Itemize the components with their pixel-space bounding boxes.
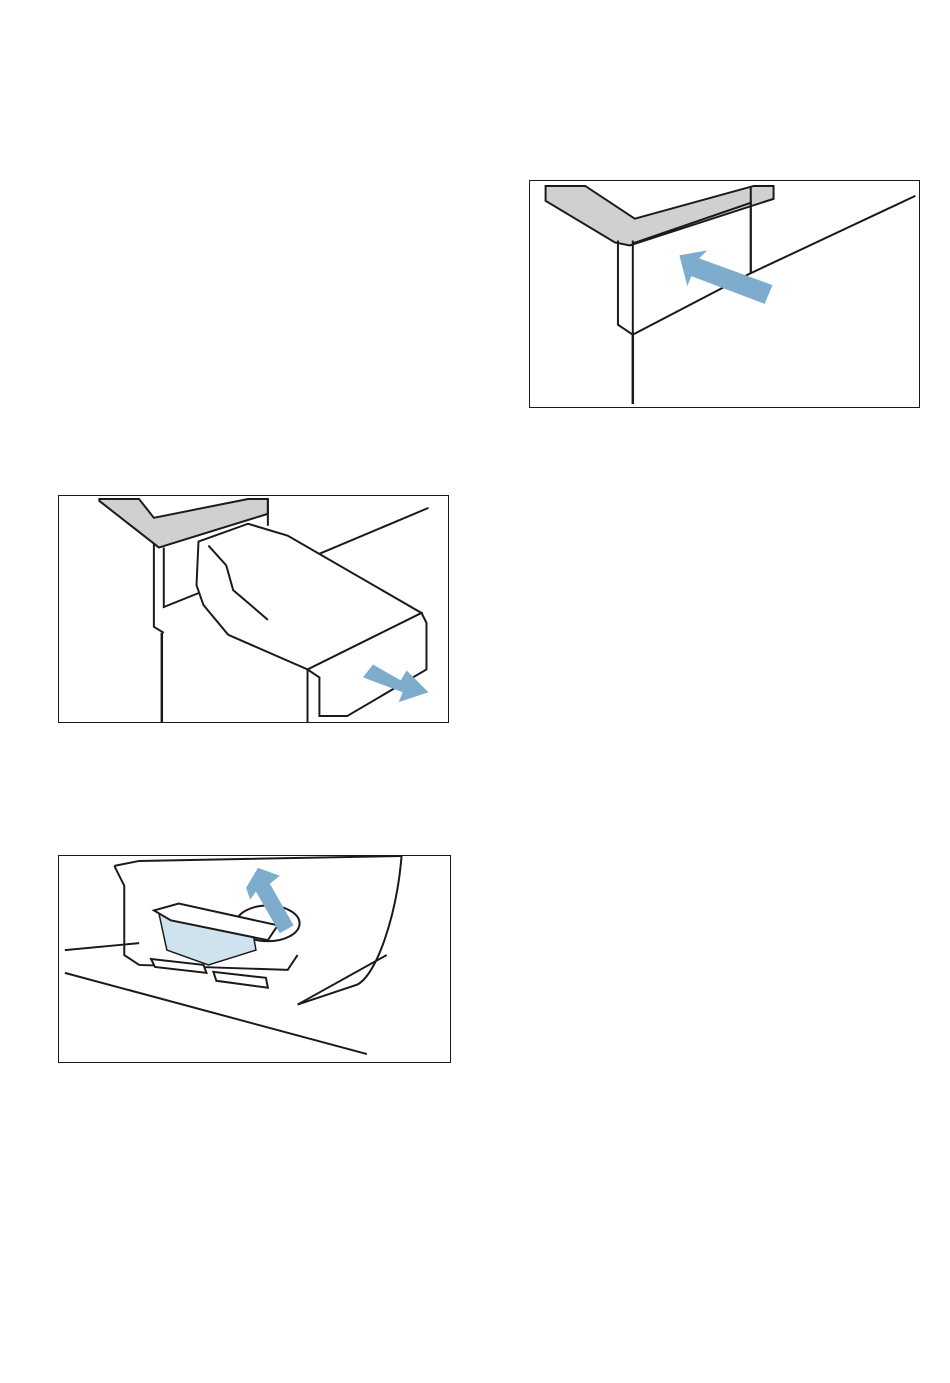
frame-wall <box>618 240 633 334</box>
compartment-floor-edge <box>298 955 387 1005</box>
compartment-right-wall <box>298 856 402 1005</box>
shelf-front-edge <box>65 973 367 1054</box>
ridge-right <box>213 972 267 988</box>
frame-wall-outer <box>154 544 164 633</box>
figure-lift-insert <box>58 855 451 1063</box>
machine-top-edge <box>751 196 916 273</box>
machine-top-edge <box>315 508 428 556</box>
push-in-arrow-icon <box>679 250 772 304</box>
frame-wall-inner <box>164 548 199 607</box>
figure-insert-drawer <box>529 180 920 408</box>
compartment-left-wall <box>114 866 139 965</box>
illustration-lift-insert <box>59 856 450 1062</box>
drawer-top-edge <box>114 856 401 866</box>
shelf-back-edge <box>65 943 139 950</box>
figure-pull-drawer <box>58 495 449 723</box>
illustration-insert-drawer <box>530 181 919 407</box>
illustration-pull-drawer <box>59 496 448 722</box>
frame-bevel <box>546 186 774 245</box>
